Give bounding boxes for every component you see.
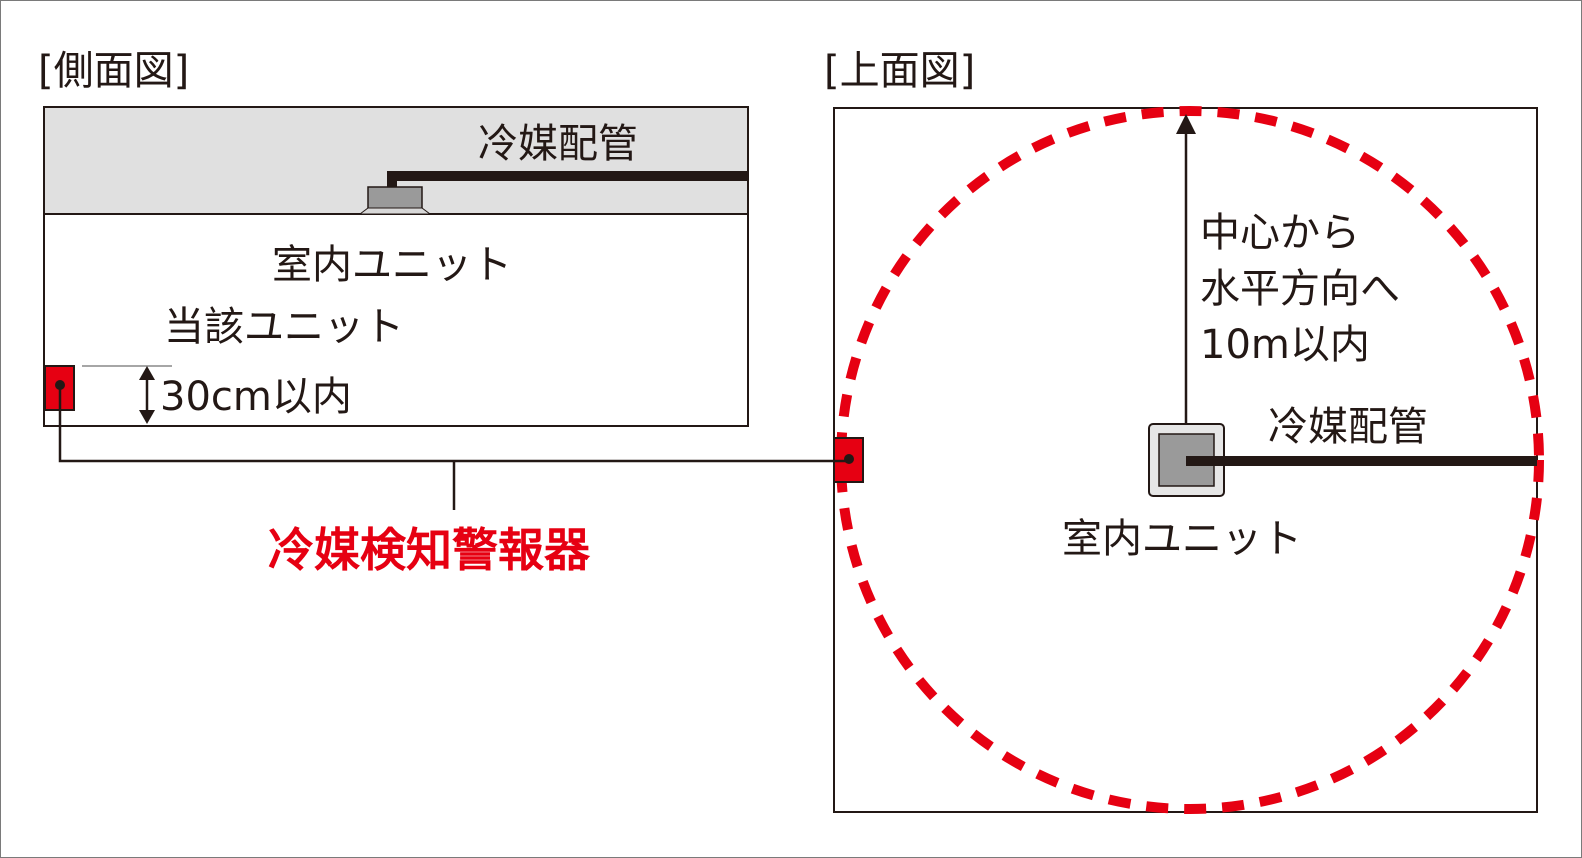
side-pipe: [387, 171, 748, 190]
radius-label-2: 水平方向へ: [1200, 266, 1400, 312]
top-indoor-unit-label: 室内ユニット: [1062, 516, 1302, 562]
height-label: 30cm以内: [160, 374, 352, 420]
radius-arrow-icon: [1176, 114, 1196, 134]
radius-label-1: 中心から: [1200, 210, 1360, 256]
detector-label: 冷媒検知警報器: [268, 523, 591, 577]
radius-label-3: 10m以内: [1200, 322, 1370, 368]
target-unit-label: 当該ユニット: [164, 304, 404, 350]
side-pipe-label: 冷媒配管: [478, 121, 638, 167]
side-indoor-unit-icon: [358, 186, 432, 215]
height-dimension-arrow-icon: [139, 366, 155, 424]
side-view-ceiling: [43, 106, 749, 215]
detector-leader-line: [58, 385, 849, 463]
side-indoor-unit-label: 室内ユニット: [272, 242, 512, 288]
top-pipe-label: 冷媒配管: [1268, 404, 1428, 450]
top-view-title: [上面図]: [824, 48, 975, 94]
side-view-title: [側面図]: [38, 48, 189, 94]
detection-range-circle: [836, 106, 1544, 814]
